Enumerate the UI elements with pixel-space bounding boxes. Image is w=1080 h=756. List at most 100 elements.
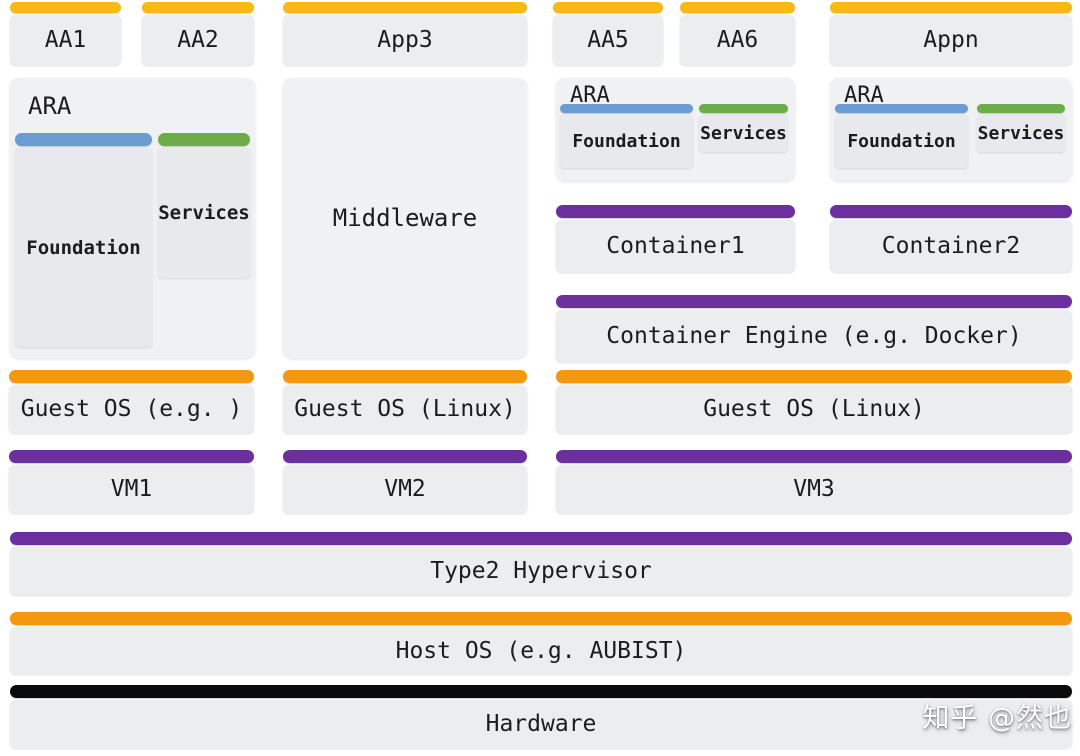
guest-os3-label: Guest OS (Linux) <box>703 396 925 422</box>
foundation-accent-bar <box>15 133 152 146</box>
container2-label: Container2 <box>881 233 1021 259</box>
ara-title: ARA <box>570 83 610 108</box>
container-accent-bar <box>830 205 1072 218</box>
host-os-label: Host OS (e.g. AUBIST) <box>395 637 687 664</box>
vm-body: VM1 <box>9 465 254 513</box>
vm2-label: VM2 <box>384 476 426 502</box>
app-box-aa1: AA1 <box>10 2 121 65</box>
hypervisor-accent-bar <box>10 532 1072 545</box>
services-body: Services <box>699 115 788 152</box>
services-accent-bar <box>158 133 250 146</box>
app-box-body: AA1 <box>10 15 121 65</box>
app-accent-bar <box>10 2 121 13</box>
app-label-aa6: AA6 <box>716 27 759 53</box>
guest-os-body: Guest OS (Linux) <box>556 385 1072 433</box>
hypervisor-body: Type2 Hypervisor <box>10 547 1072 595</box>
container1-box: Container1 <box>556 205 795 272</box>
app-box-app3: App3 <box>283 2 527 65</box>
guest-os1-label: Guest OS (e.g. ) <box>20 396 243 422</box>
app-box-aa2: AA2 <box>142 2 254 65</box>
services-body: Services <box>977 115 1065 152</box>
ara-title: ARA <box>28 92 72 120</box>
foundation-accent-bar <box>560 104 693 113</box>
container-accent-bar <box>556 205 795 218</box>
foundation-label: Foundation <box>572 131 681 152</box>
vm1-box: VM1 <box>9 450 254 513</box>
container-engine-box: Container Engine (e.g. Docker) <box>556 295 1072 362</box>
app-label-appn: Appn <box>923 27 979 53</box>
guest-os-accent-bar <box>9 370 254 383</box>
app-box-aa5: AA5 <box>553 2 663 65</box>
container-engine-label: Container Engine (e.g. Docker) <box>606 323 1022 349</box>
guest-os2-box: Guest OS (Linux) <box>283 370 527 433</box>
foundation-body: Foundation <box>15 148 152 347</box>
app-label-aa1: AA1 <box>44 27 87 53</box>
app-label-aa5: AA5 <box>587 27 629 53</box>
app-box-body: AA2 <box>142 15 254 65</box>
services-label: Services <box>700 123 787 144</box>
ara-panel-small-left: ARA Foundation Services <box>556 78 795 181</box>
foundation-body: Foundation <box>560 115 693 168</box>
app-label-app3: App3 <box>377 27 433 53</box>
foundation-accent-bar <box>835 104 968 113</box>
hardware-label: Hardware <box>485 711 597 737</box>
host-os-body: Host OS (e.g. AUBIST) <box>10 627 1072 674</box>
guest-os2-label: Guest OS (Linux) <box>294 396 516 422</box>
foundation-label: Foundation <box>847 131 956 152</box>
services-label: Services <box>158 202 250 224</box>
hypervisor-label: Type2 Hypervisor <box>430 558 652 584</box>
foundation-body: Foundation <box>835 115 968 168</box>
middleware-label: Middleware <box>332 204 478 232</box>
app-box-body: App3 <box>283 15 527 65</box>
container1-label: Container1 <box>606 233 745 259</box>
services-accent-bar <box>699 104 788 113</box>
app-box-body: Appn <box>830 15 1072 65</box>
app-box-body: AA6 <box>680 15 795 65</box>
app-label-aa2: AA2 <box>177 27 219 53</box>
app-box-appn: Appn <box>830 2 1072 65</box>
guest-os-body: Guest OS (e.g. ) <box>9 385 254 433</box>
guest-os-accent-bar <box>556 370 1072 383</box>
ara-services-box: Services <box>699 104 788 152</box>
services-label: Services <box>977 123 1065 144</box>
ara-foundation-box: Foundation <box>835 104 968 168</box>
app-accent-bar <box>680 2 795 13</box>
hardware-body: Hardware <box>10 700 1072 748</box>
guest-os3-box: Guest OS (Linux) <box>556 370 1072 433</box>
services-accent-bar <box>977 104 1065 113</box>
guest-os1-box: Guest OS (e.g. ) <box>9 370 254 433</box>
middleware-panel: Middleware <box>283 78 527 358</box>
ara-foundation-box: Foundation <box>15 133 152 347</box>
hardware-box: Hardware <box>10 685 1072 748</box>
host-os-box: Host OS (e.g. AUBIST) <box>10 612 1072 674</box>
guest-os-accent-bar <box>283 370 527 383</box>
container2-box: Container2 <box>830 205 1072 272</box>
app-accent-bar <box>283 2 527 13</box>
container-engine-accent-bar <box>556 295 1072 308</box>
app-accent-bar <box>830 2 1072 13</box>
container-body: Container1 <box>556 220 795 272</box>
foundation-label: Foundation <box>26 236 141 259</box>
ara-panel-large: ARA Foundation Services <box>10 78 255 358</box>
vm-body: VM3 <box>556 465 1072 513</box>
ara-panel-small-right: ARA Foundation Services <box>830 78 1072 181</box>
vm-accent-bar <box>283 450 527 463</box>
hardware-accent-bar <box>10 685 1072 698</box>
vm1-label: VM1 <box>110 476 153 502</box>
ara-services-box: Services <box>977 104 1065 152</box>
vm-body: VM2 <box>283 465 527 513</box>
vm-accent-bar <box>556 450 1072 463</box>
container-engine-body: Container Engine (e.g. Docker) <box>556 310 1072 362</box>
hypervisor-box: Type2 Hypervisor <box>10 532 1072 595</box>
ara-title: ARA <box>844 83 884 108</box>
ara-services-box: Services <box>158 133 250 278</box>
middleware-center: Middleware <box>283 78 527 358</box>
app-accent-bar <box>142 2 254 13</box>
vm2-box: VM2 <box>283 450 527 513</box>
app-box-aa6: AA6 <box>680 2 795 65</box>
guest-os-body: Guest OS (Linux) <box>283 385 527 433</box>
vm-accent-bar <box>9 450 254 463</box>
app-accent-bar <box>553 2 663 13</box>
app-box-body: AA5 <box>553 15 663 65</box>
